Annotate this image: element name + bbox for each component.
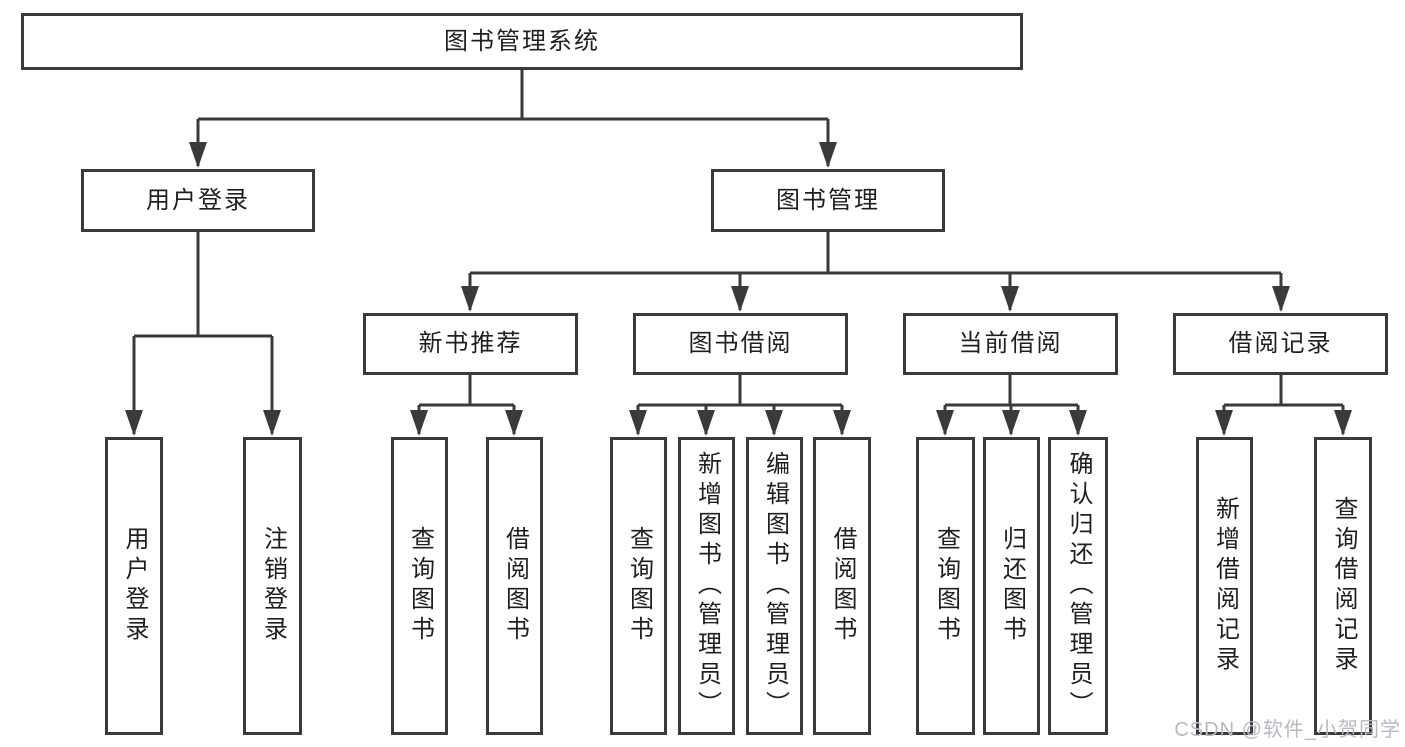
leaf-edit-books-admin: 编辑图书（管理员） — [746, 437, 803, 735]
node-book-borrow: 图书借阅 — [633, 313, 848, 375]
leaf-add-books-admin: 新增图书（管理员） — [678, 437, 735, 735]
arrowhead-icons — [125, 142, 1352, 436]
leaf-query-borrow-record: 查询借阅记录 — [1314, 437, 1372, 735]
leaf-borrow-books-recommend: 借阅图书 — [486, 437, 543, 735]
node-book-management-system: 图书管理系统 — [21, 13, 1023, 70]
leaf-user-login: 用户登录 — [105, 437, 163, 735]
leaf-confirm-return-admin: 确认归还（管理员） — [1048, 437, 1108, 735]
node-borrow-records: 借阅记录 — [1173, 313, 1388, 375]
node-book-management: 图书管理 — [711, 169, 945, 232]
node-user-login: 用户登录 — [81, 169, 315, 232]
leaf-query-books-current: 查询图书 — [916, 437, 975, 735]
node-new-book-recommend: 新书推荐 — [363, 313, 578, 375]
leaf-borrow-books: 借阅图书 — [813, 437, 871, 735]
leaf-query-books-recommend: 查询图书 — [391, 437, 448, 735]
leaf-add-borrow-record: 新增借阅记录 — [1196, 437, 1253, 735]
leaf-query-books-borrow: 查询图书 — [610, 437, 667, 735]
leaf-logout: 注销登录 — [243, 437, 302, 735]
csdn-watermark: CSDN @软件_小贺同学 — [1174, 719, 1401, 741]
node-current-borrow: 当前借阅 — [903, 313, 1118, 375]
leaf-return-books: 归还图书 — [983, 437, 1040, 735]
